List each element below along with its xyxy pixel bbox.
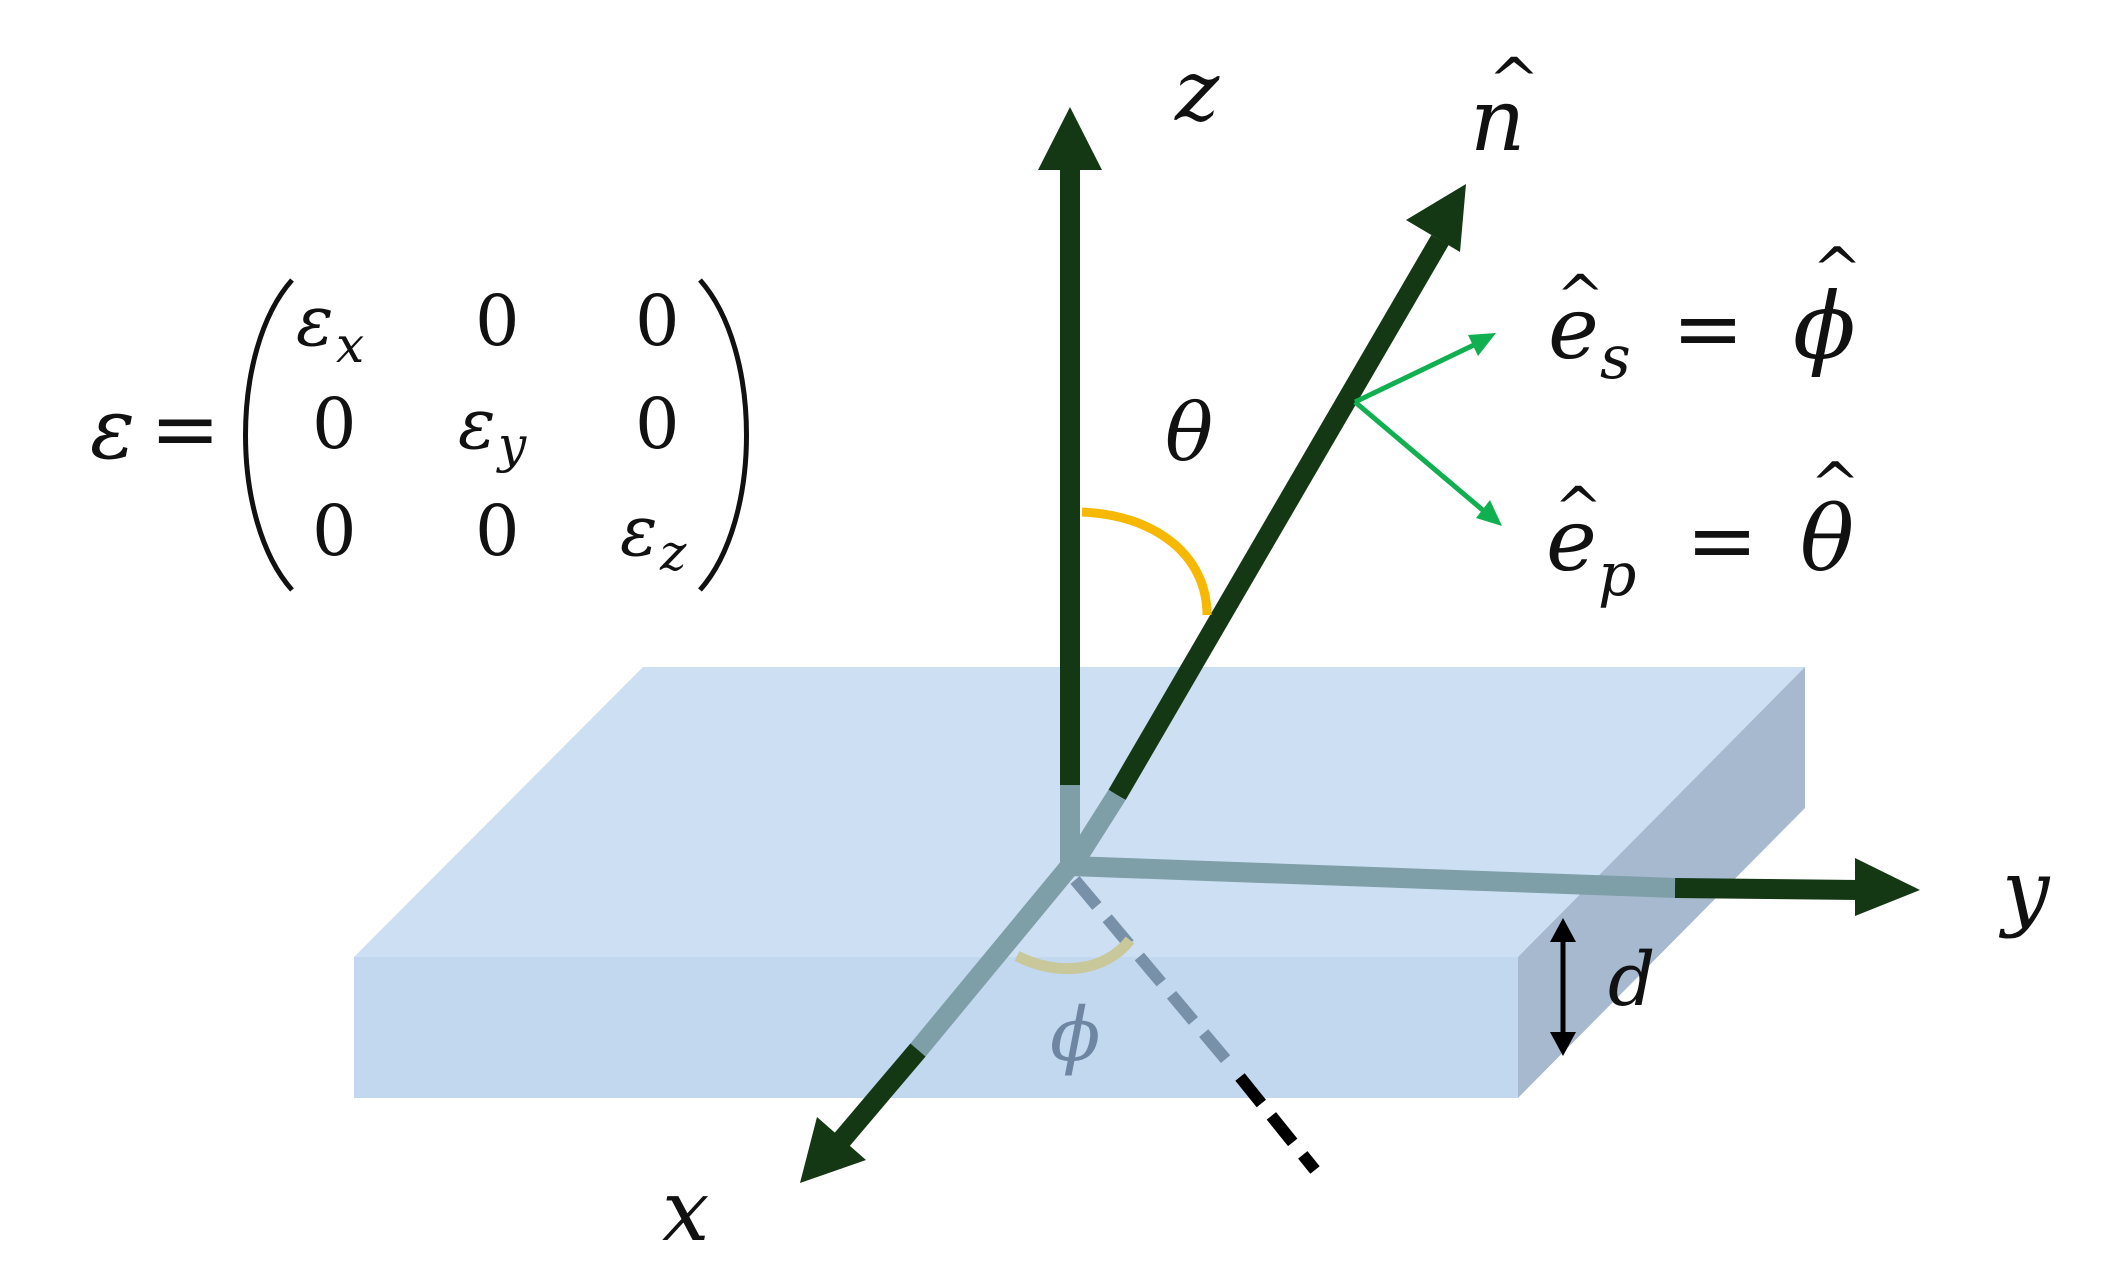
n-hat-caret: ^ bbox=[1488, 44, 1540, 117]
es-arrowhead bbox=[1468, 333, 1496, 356]
thickness-arrowhead-bottom bbox=[1550, 1032, 1576, 1056]
ep-subscript: p bbox=[1598, 540, 1636, 610]
es-subscript: s bbox=[1600, 323, 1631, 393]
ep-hat: ^ bbox=[1554, 474, 1603, 542]
y-axis bbox=[1069, 856, 1920, 916]
thickness-label: d bbox=[1608, 937, 1655, 1023]
phi-arc bbox=[1014, 936, 1135, 975]
ep-vector bbox=[1353, 400, 1502, 526]
left-parenthesis bbox=[243, 278, 294, 592]
matrix-cell-2-2-sub: y bbox=[496, 416, 527, 474]
x-axis-arrowhead bbox=[800, 1117, 866, 1183]
x-axis-label: x bbox=[662, 1162, 709, 1260]
matrix-cell-2-3: 0 bbox=[635, 383, 680, 465]
ep-arrowhead bbox=[1476, 500, 1502, 526]
theta-label: θ bbox=[1165, 386, 1213, 479]
matrix-cell-2-1: 0 bbox=[312, 383, 357, 465]
es-equation: e ^ s = ϕ ^ bbox=[1548, 235, 1862, 393]
y-axis-label: y bbox=[1998, 842, 2051, 940]
tensor-equals: = bbox=[150, 380, 220, 478]
matrix-cell-2-2: ε bbox=[458, 383, 496, 465]
y-axis-arrowhead bbox=[1855, 858, 1920, 916]
matrix-cell-3-1: 0 bbox=[312, 490, 357, 572]
matrix-cell-1-3: 0 bbox=[635, 280, 680, 362]
ep-theta-hat: ^ bbox=[1810, 450, 1860, 520]
ep-theta: θ bbox=[1800, 487, 1854, 592]
n-hat-arrowhead bbox=[1406, 184, 1466, 252]
n-hat-label: n ^ bbox=[1470, 44, 1540, 171]
epsilon-symbol: ε bbox=[90, 380, 135, 478]
es-equals: = bbox=[1672, 279, 1744, 379]
x-axis bbox=[800, 859, 1078, 1183]
ep-equals: = bbox=[1686, 491, 1758, 591]
n-hat-axis bbox=[1063, 184, 1466, 872]
ep-letter: e bbox=[1546, 491, 1597, 591]
z-axis-arrowhead bbox=[1038, 107, 1102, 170]
ep-equation: e ^ p = θ ^ bbox=[1546, 450, 1860, 610]
matrix-cell-3-3: ε bbox=[620, 490, 658, 572]
matrix-cell-1-1: ε bbox=[296, 280, 334, 362]
phi-label: ϕ bbox=[1050, 992, 1100, 1078]
matrix-cell-3-2: 0 bbox=[475, 490, 520, 572]
es-phi: ϕ bbox=[1793, 273, 1856, 380]
matrix-cell-1-2: 0 bbox=[475, 280, 520, 362]
thickness-arrow bbox=[1550, 918, 1576, 1056]
es-hat: ^ bbox=[1556, 262, 1605, 330]
es-vector bbox=[1353, 333, 1496, 405]
theta-arc bbox=[1081, 507, 1212, 616]
n-hat-letter: n bbox=[1470, 71, 1525, 171]
n-projection-dashed-line bbox=[1070, 876, 1320, 1174]
matrix-cell-1-1-sub: x bbox=[336, 316, 364, 374]
es-phi-hat: ^ bbox=[1812, 235, 1862, 305]
right-parenthesis bbox=[698, 278, 749, 592]
es-letter: e bbox=[1548, 279, 1599, 379]
thickness-arrowhead-top bbox=[1550, 918, 1576, 942]
permittivity-tensor: ε = ε x 0 0 0 ε y 0 0 0 ε z bbox=[90, 278, 749, 592]
matrix-cell-3-3-sub: z bbox=[659, 524, 687, 582]
z-axis-label: z bbox=[1174, 42, 1220, 140]
